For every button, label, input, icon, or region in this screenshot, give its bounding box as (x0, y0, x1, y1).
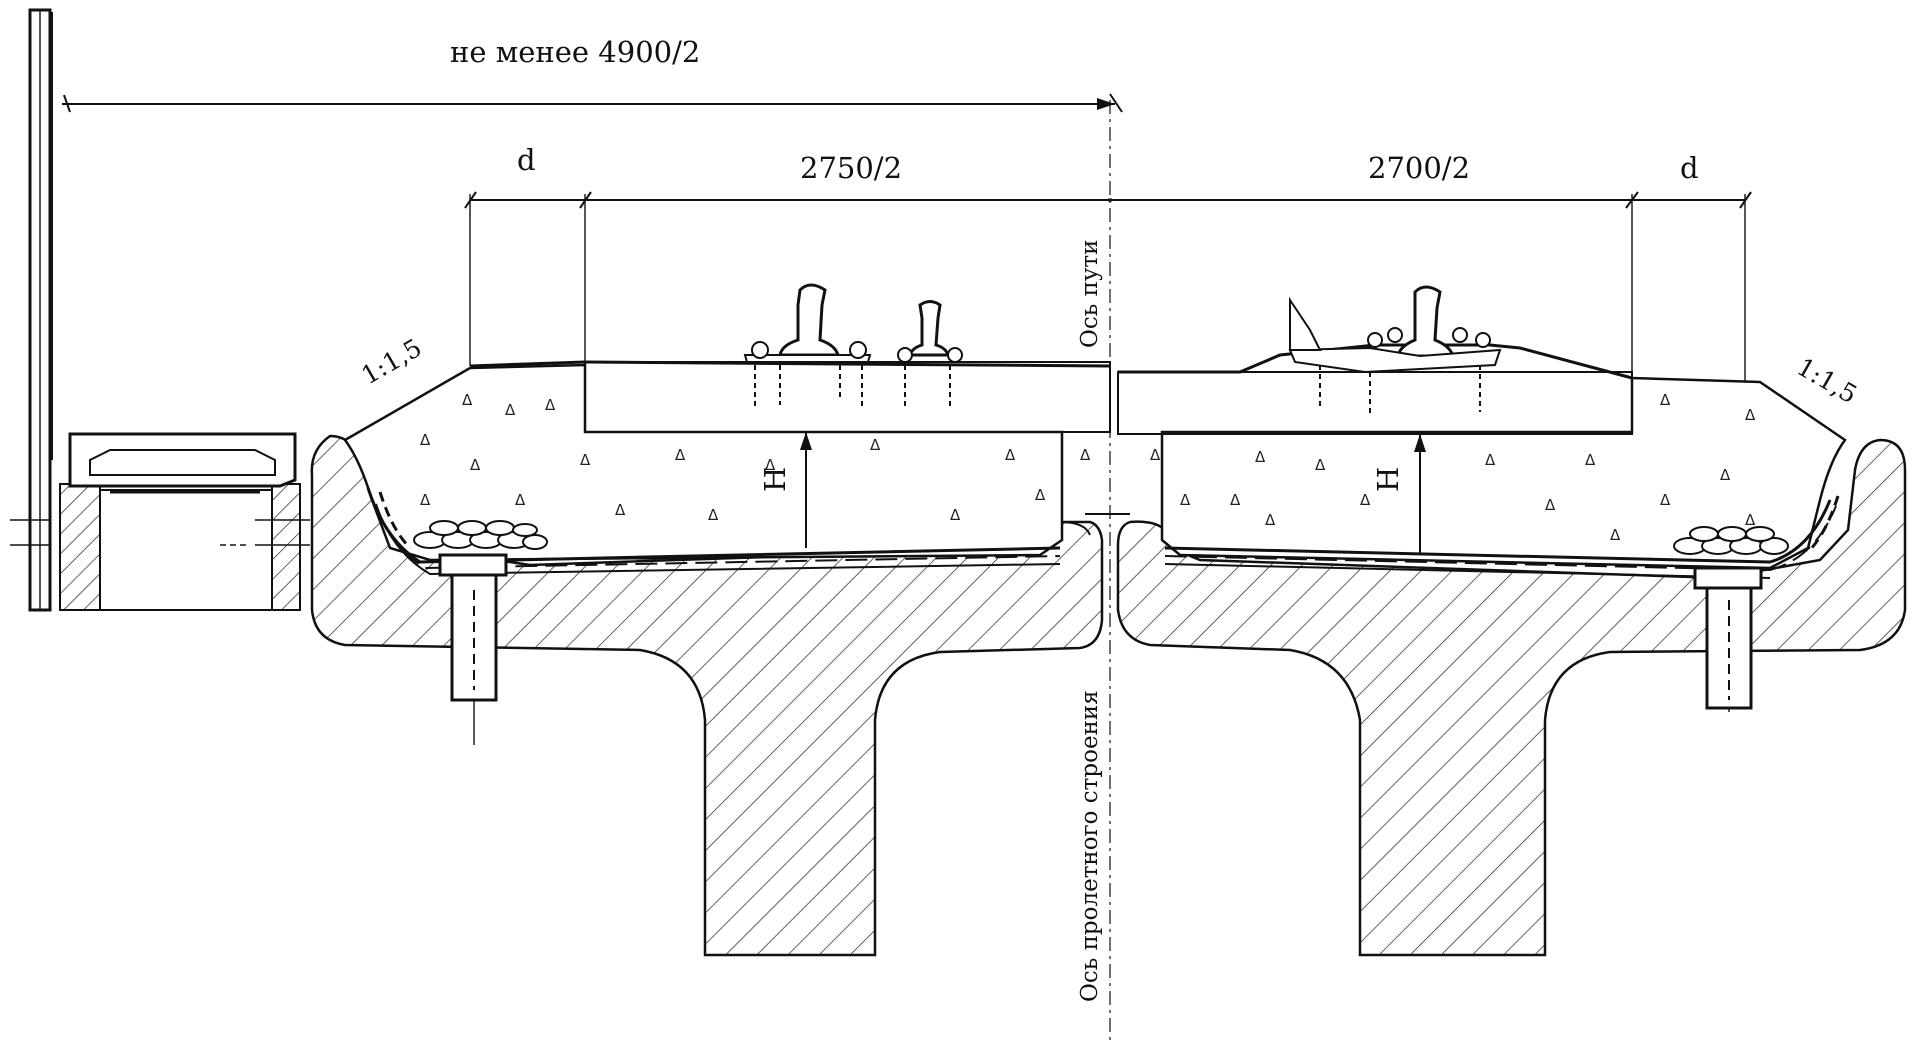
left-width-label: 2750/2 (800, 151, 902, 185)
ballast-stones: Δ Δ Δ Δ Δ Δ Δ Δ Δ Δ Δ Δ Δ Δ Δ Δ Δ Δ Δ Δ … (420, 391, 1756, 544)
left-drain-pipe (438, 553, 508, 745)
svg-text:Δ: Δ (1255, 448, 1266, 466)
svg-text:Δ: Δ (1720, 466, 1731, 484)
svg-text:Δ: Δ (1485, 451, 1496, 469)
svg-text:Δ: Δ (420, 431, 431, 449)
right-height-label: H (1371, 467, 1405, 492)
svg-text:Δ: Δ (1265, 511, 1276, 529)
right-waterproofing (1164, 495, 1840, 579)
track-axis-label: Ось пути (1077, 240, 1103, 349)
svg-text:Δ: Δ (1745, 511, 1756, 529)
svg-text:Δ: Δ (1660, 391, 1671, 409)
railing-post (28, 8, 53, 612)
left-slope-label: 1:1,5 (357, 333, 427, 390)
service-walkway (10, 432, 310, 611)
left-offset-label: d (517, 143, 536, 177)
svg-text:Δ: Δ (1180, 491, 1191, 509)
left-waterproofing (366, 487, 1061, 576)
svg-text:Δ: Δ (1080, 446, 1091, 464)
svg-text:Δ: Δ (1745, 406, 1756, 424)
right-drain-pipe (1693, 566, 1763, 712)
right-rails (1288, 285, 1502, 415)
right-ballast-prism (1160, 376, 1847, 570)
svg-text:Δ: Δ (1005, 446, 1016, 464)
svg-text:Δ: Δ (1035, 486, 1046, 504)
svg-text:Δ: Δ (950, 506, 961, 524)
svg-text:Δ: Δ (765, 456, 776, 474)
svg-text:Δ: Δ (580, 451, 591, 469)
right-slope-label: 1:1,5 (1792, 352, 1862, 409)
right-width-label: 2700/2 (1368, 151, 1470, 185)
svg-text:Δ: Δ (1150, 446, 1161, 464)
right-offset-label: d (1680, 151, 1699, 185)
svg-text:Δ: Δ (615, 501, 626, 519)
span-axis-label: Ось пролетного строения (1077, 690, 1103, 1002)
svg-text:Δ: Δ (470, 456, 481, 474)
svg-text:Δ: Δ (462, 391, 473, 409)
svg-text:Δ: Δ (870, 436, 881, 454)
svg-text:Δ: Δ (515, 491, 526, 509)
svg-text:Δ: Δ (505, 401, 516, 419)
svg-text:Δ: Δ (1230, 491, 1241, 509)
right-gravel-drain (1673, 526, 1789, 555)
right-span-structure (1116, 438, 1907, 957)
svg-text:Δ: Δ (1545, 496, 1556, 514)
dimension-lines (62, 93, 1752, 555)
left-height-label: H (758, 467, 792, 492)
svg-text:Δ: Δ (420, 491, 431, 509)
svg-text:Δ: Δ (1610, 526, 1621, 544)
svg-text:Δ: Δ (1585, 451, 1596, 469)
svg-text:Δ: Δ (1360, 491, 1371, 509)
svg-text:Δ: Δ (708, 506, 719, 524)
overall-width-label: не менее 4900/2 (450, 35, 700, 69)
left-gravel-drain (413, 520, 548, 550)
svg-text:Δ: Δ (545, 396, 556, 414)
svg-text:Δ: Δ (675, 446, 686, 464)
svg-text:Δ: Δ (1660, 491, 1671, 509)
left-rails (743, 283, 963, 410)
svg-text:Δ: Δ (1315, 456, 1326, 474)
